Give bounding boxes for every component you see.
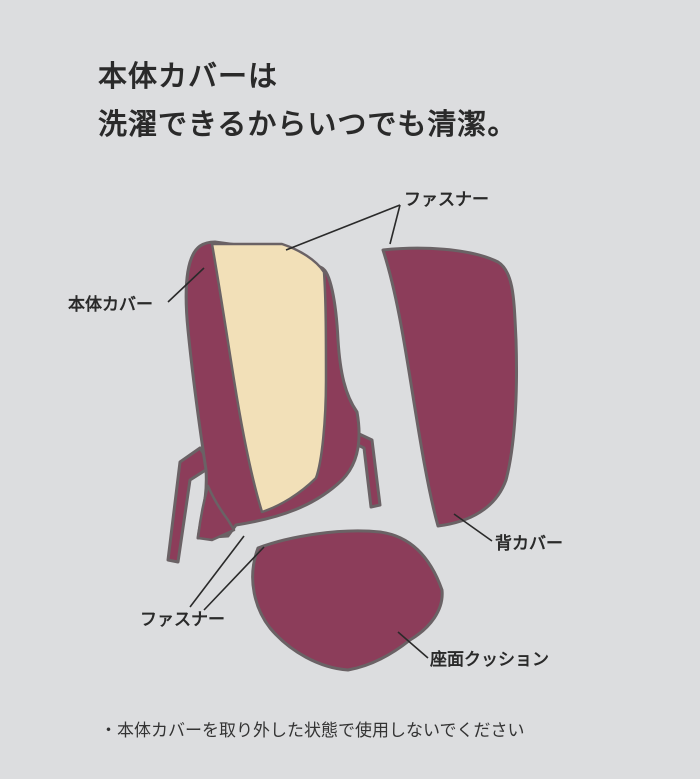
headline-line-2: 洗濯できるからいつでも清潔。 (98, 107, 518, 141)
footnote: ・本体カバーを取り外した状態で使用しないでください (100, 721, 525, 741)
label-seat-cushion: 座面クッション (430, 650, 549, 670)
back-cover (381, 246, 519, 528)
inner-cushion (210, 242, 328, 514)
headline: 本体カバーは 洗濯できるからいつでも清潔。 (98, 52, 517, 148)
body-cover-flap (196, 484, 236, 542)
label-body-cover: 本体カバー (68, 295, 153, 315)
label-zipper-top: ファスナー (404, 190, 489, 210)
label-back-cover: 背カバー (495, 534, 563, 554)
headline-line-1: 本体カバーは (98, 59, 279, 93)
leader-lines (167, 204, 493, 659)
seat-cushion-shape (251, 529, 444, 672)
label-zipper-bottom: ファスナー (140, 610, 225, 630)
